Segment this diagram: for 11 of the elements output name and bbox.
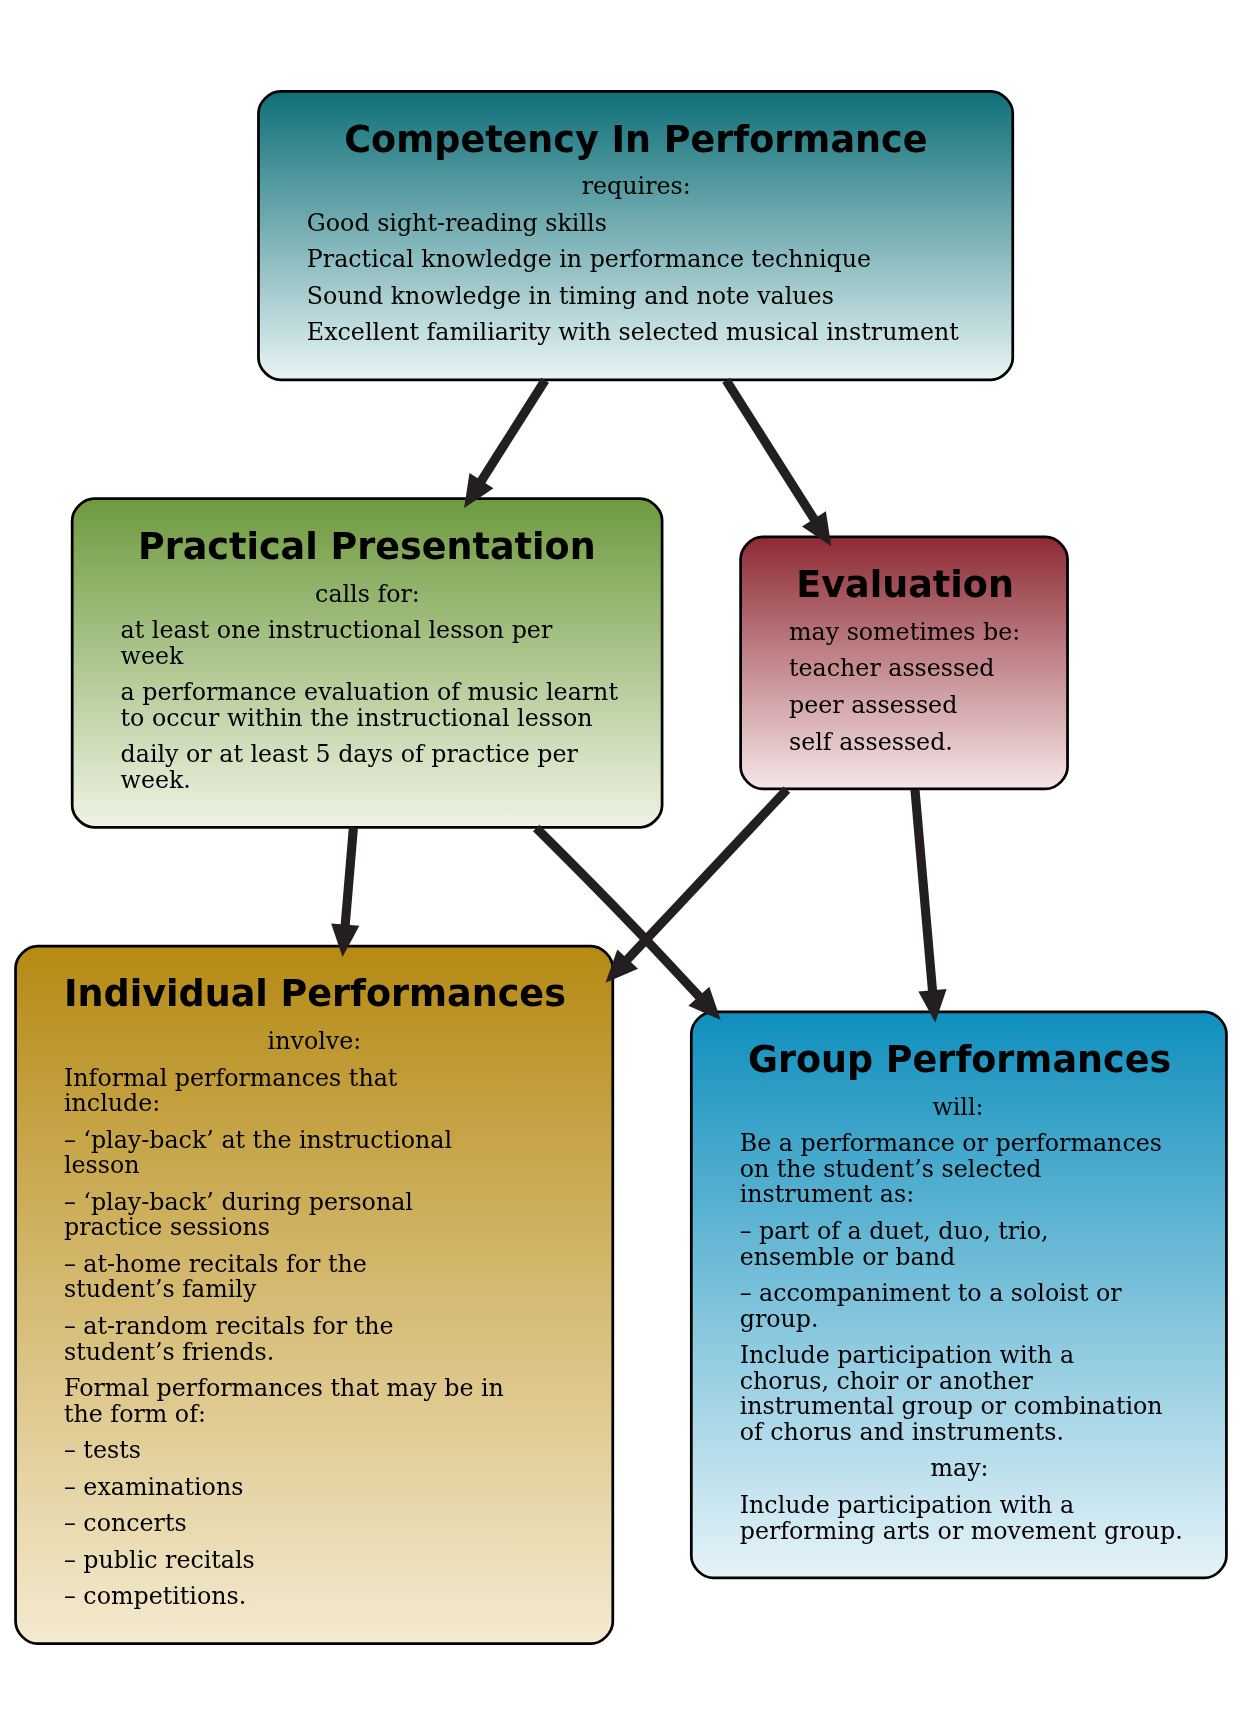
node-box: Group Performances will: Be a performance or performances on the student’s selected instrument as: – part of a duet, duo, trio, ensemble or band – accompaniment to a soloist or group. Include participation with a chorus, choir or another instrumental group or combination of chorus and instruments. may: Include participation with a performing arts or movement group. [689, 1010, 1228, 1580]
arrow [722, 377, 832, 547]
node-box: Individual Performances involve: Informal performances that include: – ‘play-back’ at the instructional lesson – ‘play-back’ during personal practice sessions – at-home recitals for the student’s family – at-random recitals for the student’s friends. Formal performances that may be in the form of: – tests – examinations – concerts – public recitals – competitions. [14, 944, 615, 1646]
arrow [605, 786, 791, 983]
arrow [464, 377, 549, 509]
arrow [910, 789, 947, 1023]
arrow [533, 824, 721, 1021]
node-box: Practical Presentation calls for: at least one instructional lesson per week a performance evaluation of music learnt to occur within the instructional lesson daily or at least 5 days of practice per week. [70, 497, 664, 829]
arrow [331, 827, 360, 957]
node-box: Competency In Performance requires: Good sight-reading skills Practical knowledge in performance technique Sound knowledge in timing and note values Excellent familiarity with selected musical instrument [257, 89, 1015, 382]
node-box: Evaluation may sometimes be: teacher assessed peer assessed self assessed. [739, 535, 1069, 791]
